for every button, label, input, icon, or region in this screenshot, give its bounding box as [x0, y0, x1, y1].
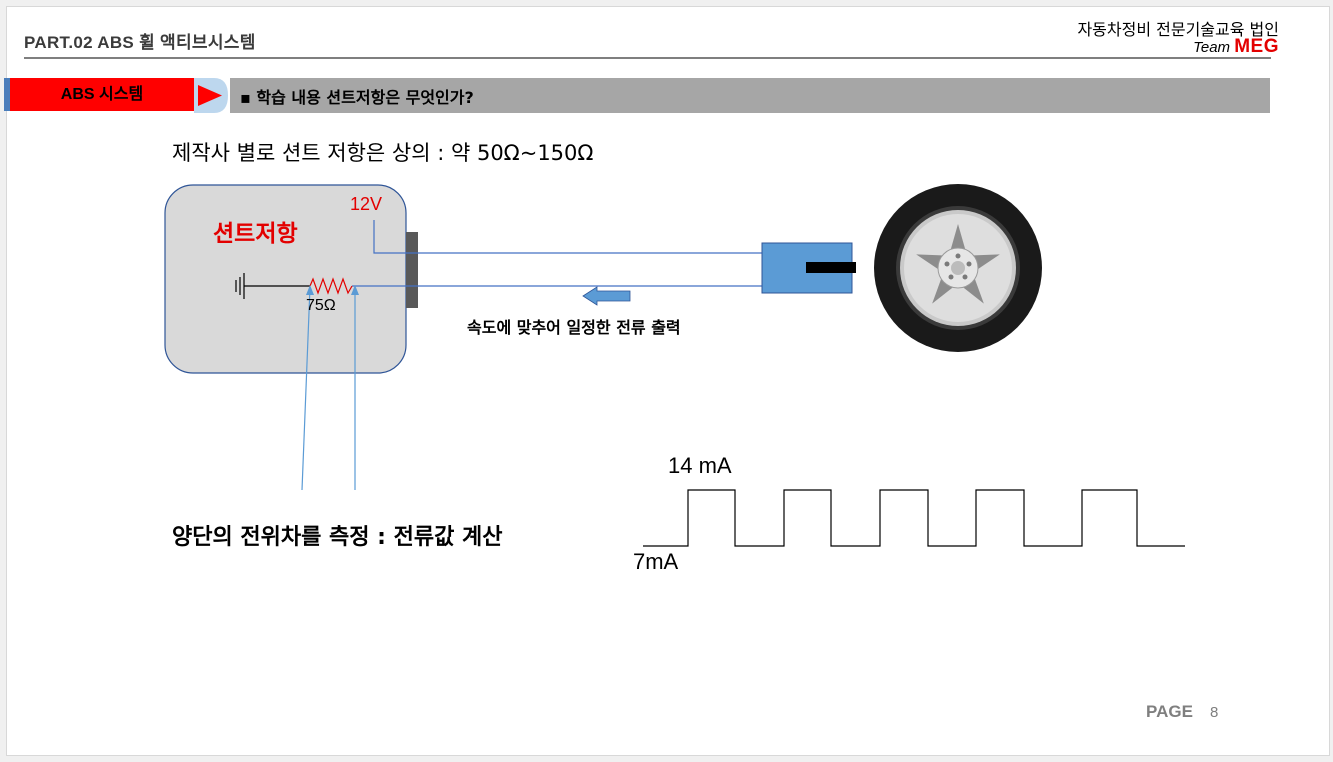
probe-line-left — [301, 286, 311, 491]
tire-icon — [874, 184, 1042, 352]
voltage-label: 12V — [350, 194, 383, 214]
section-tag: ABS 시스템 — [4, 78, 194, 111]
current-waveform — [643, 489, 1185, 547]
low-current-label: 7mA — [633, 549, 679, 574]
supply-wire — [373, 220, 762, 254]
page-number: 8 — [1210, 704, 1219, 721]
ground-icon — [235, 273, 310, 299]
resistance-label: 75Ω — [306, 297, 336, 314]
page-label: PAGE — [1146, 702, 1193, 721]
slide — [6, 6, 1330, 756]
current-direction-arrow-icon — [582, 286, 631, 306]
team-logo: Team MEG — [1193, 36, 1279, 58]
team-brand: MEG — [1234, 36, 1279, 57]
speed-output-label: 속도에 맞추어 일정한 전류 출력 — [467, 318, 681, 337]
org-name: 자동차정비 전문기술교육 법인 — [1077, 20, 1279, 39]
resistor-icon — [309, 277, 353, 295]
sensor-tip — [806, 262, 856, 273]
subtitle: 제작사 별로 션트 저항은 상의 : 약 50Ω~150Ω — [172, 141, 594, 165]
topic-bar — [230, 78, 1270, 113]
part-title: PART.02 ABS 휠 액티브시스템 — [24, 33, 256, 52]
topic-text: ▪ 학습 내용 션트저항은 무엇인가? — [240, 88, 474, 107]
high-current-label: 14 mA — [668, 453, 732, 478]
section-arrow-icon — [194, 78, 228, 113]
measure-label: 양단의 전위차를 측정 : 전류값 계산 — [172, 525, 503, 550]
header-divider — [24, 57, 1271, 59]
team-label: Team — [1193, 39, 1231, 56]
ecu-connector — [406, 232, 418, 308]
shunt-resistor-label: 션트저항 — [213, 221, 298, 247]
